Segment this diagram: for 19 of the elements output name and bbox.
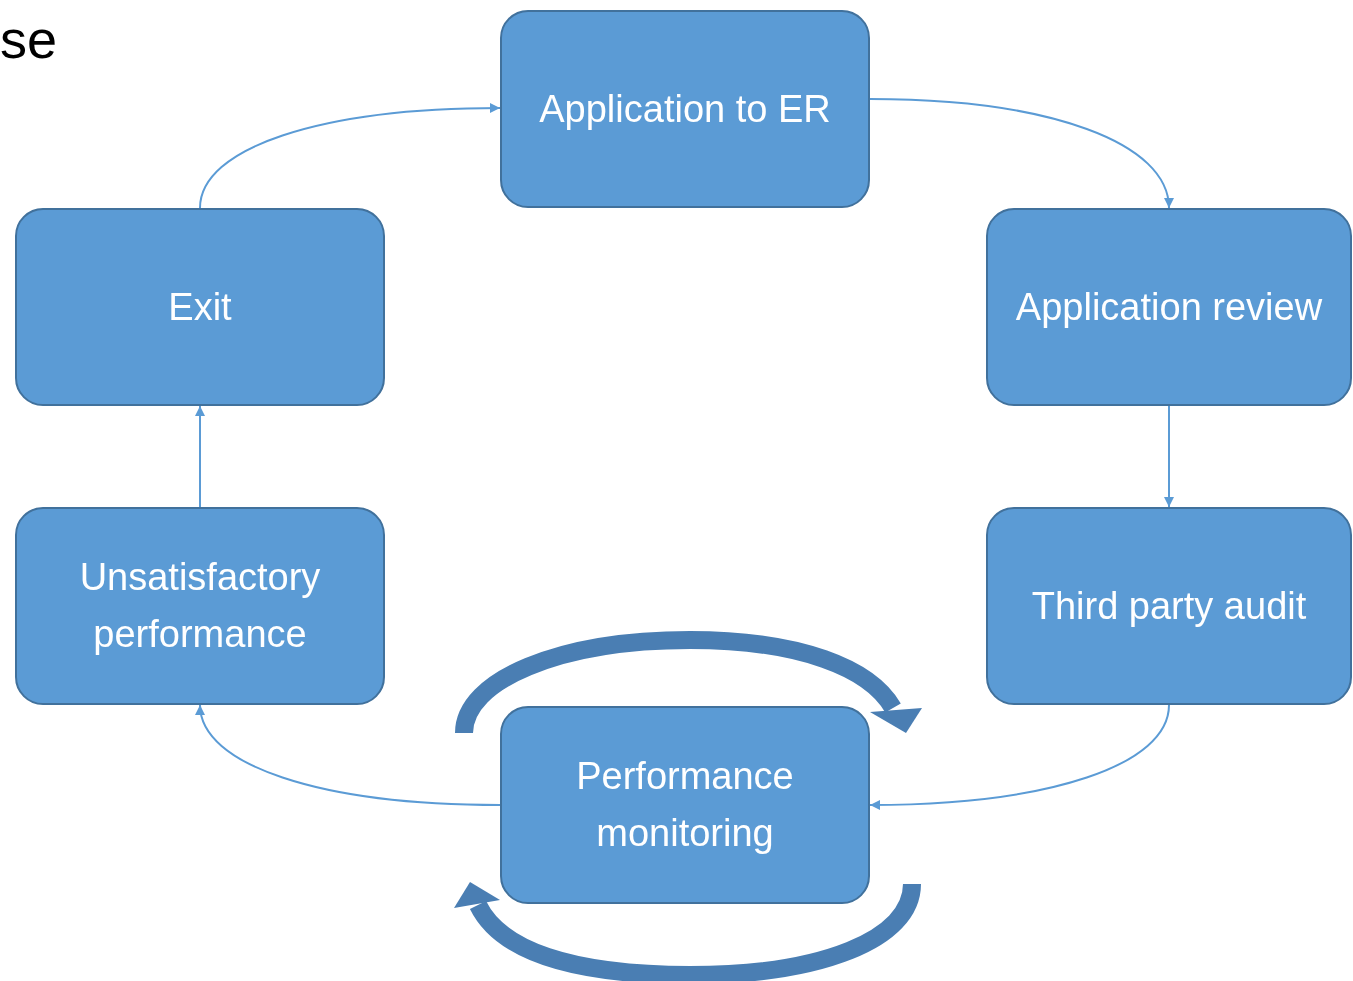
process-box (986, 507, 1352, 705)
process-box (986, 208, 1352, 406)
arrow (1164, 405, 1174, 508)
step-label: Performance monitoring (575, 754, 795, 856)
arrow (869, 98, 1173, 209)
arrow (196, 704, 501, 806)
arrow (199, 103, 501, 209)
process-box (500, 10, 870, 208)
arrow (195, 405, 205, 508)
title-fragment: se (0, 12, 58, 66)
step-label: Third party audit (1031, 583, 1307, 629)
process-box (15, 208, 385, 406)
step-label: Unsatisfactory performance (78, 555, 322, 657)
process-box (15, 507, 385, 705)
step-label: Application to ER (539, 86, 831, 132)
process-box (500, 706, 870, 904)
arrow (869, 704, 1170, 810)
step-label: Application review (1015, 284, 1323, 330)
step-label: Exit (168, 284, 232, 330)
